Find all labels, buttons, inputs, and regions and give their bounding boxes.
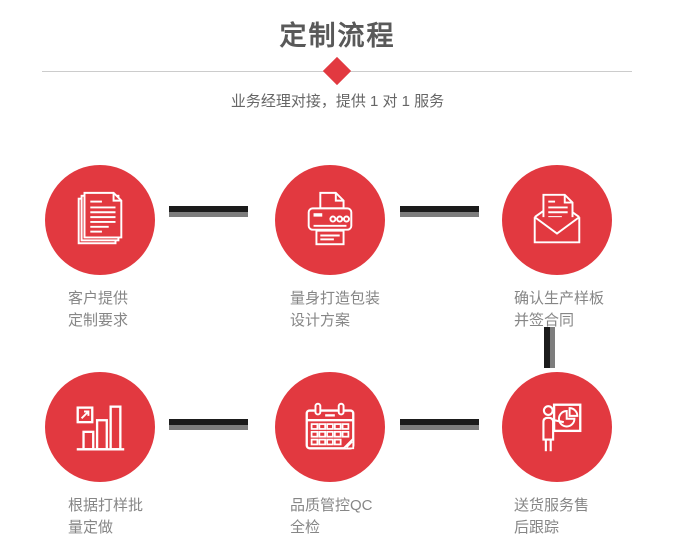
step-label: 客户提供 定制要求 <box>68 290 129 329</box>
step-4: 根据打样批 量定做 <box>45 372 215 539</box>
step-circle <box>502 372 612 482</box>
step-5: 品质管控QC 全检 <box>275 372 445 539</box>
step-label: 根据打样批 量定做 <box>68 497 144 536</box>
step-circle <box>45 165 155 275</box>
step-1: 客户提供 定制要求 <box>45 165 215 332</box>
connector-horizontal <box>400 206 479 217</box>
step-label: 量身打造包装 设计方案 <box>290 290 381 329</box>
step-label: 品质管控QC 全检 <box>290 497 373 536</box>
connector-horizontal <box>169 206 248 217</box>
connector-horizontal <box>400 419 479 430</box>
presentation-icon <box>542 403 582 452</box>
diamond-icon <box>322 56 352 86</box>
step-circle <box>275 165 385 275</box>
page-title: 定制流程 <box>279 21 396 51</box>
step-3: 确认生产样板 并签合同 <box>502 165 672 332</box>
step-label: 送货服务售 后跟踪 <box>514 497 590 536</box>
calendar-icon <box>305 402 355 450</box>
printer-icon <box>307 191 353 246</box>
connector-vertical <box>544 327 555 368</box>
step-circle <box>45 372 155 482</box>
connector-horizontal <box>169 419 248 430</box>
bar-chart-icon <box>76 405 125 451</box>
page-subtitle: 业务经理对接，提供 1 对 1 服务 <box>230 93 445 110</box>
step-label: 确认生产样板 并签合同 <box>514 290 605 329</box>
step-circle <box>275 372 385 482</box>
step-6: 送货服务售 后跟踪 <box>502 372 672 539</box>
documents-icon <box>77 191 123 245</box>
envelope-icon <box>533 193 581 244</box>
step-circle <box>502 165 612 275</box>
step-2: 量身打造包装 设计方案 <box>275 165 445 332</box>
